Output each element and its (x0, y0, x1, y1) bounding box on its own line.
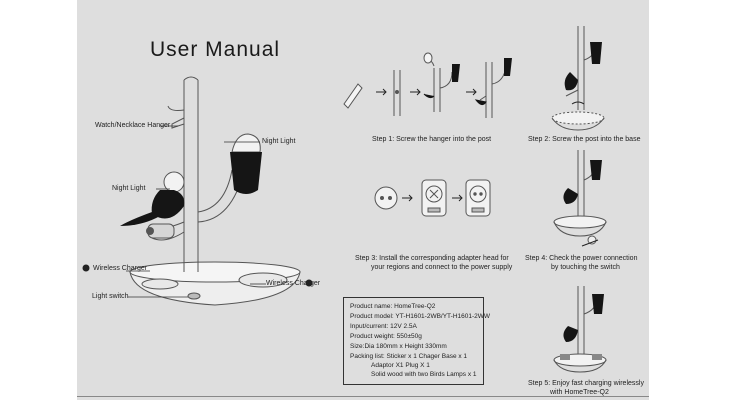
hanger-branch (171, 117, 185, 129)
step5-illustration (553, 286, 607, 373)
spec-product-weight: Product weight: 550±50g (350, 333, 422, 340)
spec-size: Size:Dia 180mm x Height 330mm (350, 343, 447, 350)
spec-packing-line3: Solid wood with two Birds Lamps x 1 (371, 371, 477, 378)
spec-product-name: Product name: HomeTree-Q2 (350, 303, 436, 310)
step5-caption-line1: Step 5: Enjoy fast charging wirelessly (528, 380, 644, 387)
label-light-switch: Light switch (92, 293, 129, 300)
left-bird-lamp (120, 171, 185, 239)
step4-illustration (553, 150, 607, 247)
bullet-left (82, 264, 90, 272)
step3-caption-line2: your regions and connect to the power su… (371, 264, 513, 271)
spec-packing-line2: Adaptor X1 Plug X 1 (371, 362, 430, 369)
step1-caption: Step 1: Screw the hanger into the post (372, 136, 492, 143)
label-watch-hanger: Watch/Necklace Hanger (95, 122, 171, 129)
spec-product-model: Product model: YT-H1601-2WB/YT-H1601-2WW (350, 313, 491, 320)
step3-illustration (374, 179, 491, 217)
tree-trunk (183, 80, 199, 272)
step4-caption-line1: Step 4: Check the power connection (525, 255, 638, 262)
step1-illustration (343, 52, 512, 118)
spec-packing-line1: Packing list: Sticker x 1 Chager Base x … (350, 353, 468, 360)
label-night-light-right: Night Light (262, 138, 296, 145)
switch-button (187, 292, 201, 300)
right-bird-lamp (230, 133, 262, 194)
label-wireless-charger-left: Wireless Charger (93, 265, 148, 272)
label-night-light-left: Night Light (112, 185, 146, 192)
bullet-right (305, 279, 313, 287)
spec-input-current: Input/current: 12V 2.5A (350, 323, 417, 330)
step3-caption-line1: Step 3: Install the corresponding adapte… (355, 255, 509, 262)
step5-caption-line2: with HomeTree-Q2 (550, 389, 609, 396)
step2-caption: Step 2: Screw the post into the base (528, 136, 641, 143)
label-wireless-charger-right: Wireless Charger (266, 280, 321, 287)
step4-caption-line2: by touching the switch (551, 264, 620, 271)
page-title: User Manual (150, 38, 281, 61)
step2-illustration (551, 26, 605, 131)
bottom-divider (77, 396, 649, 397)
spec-box (343, 297, 484, 385)
